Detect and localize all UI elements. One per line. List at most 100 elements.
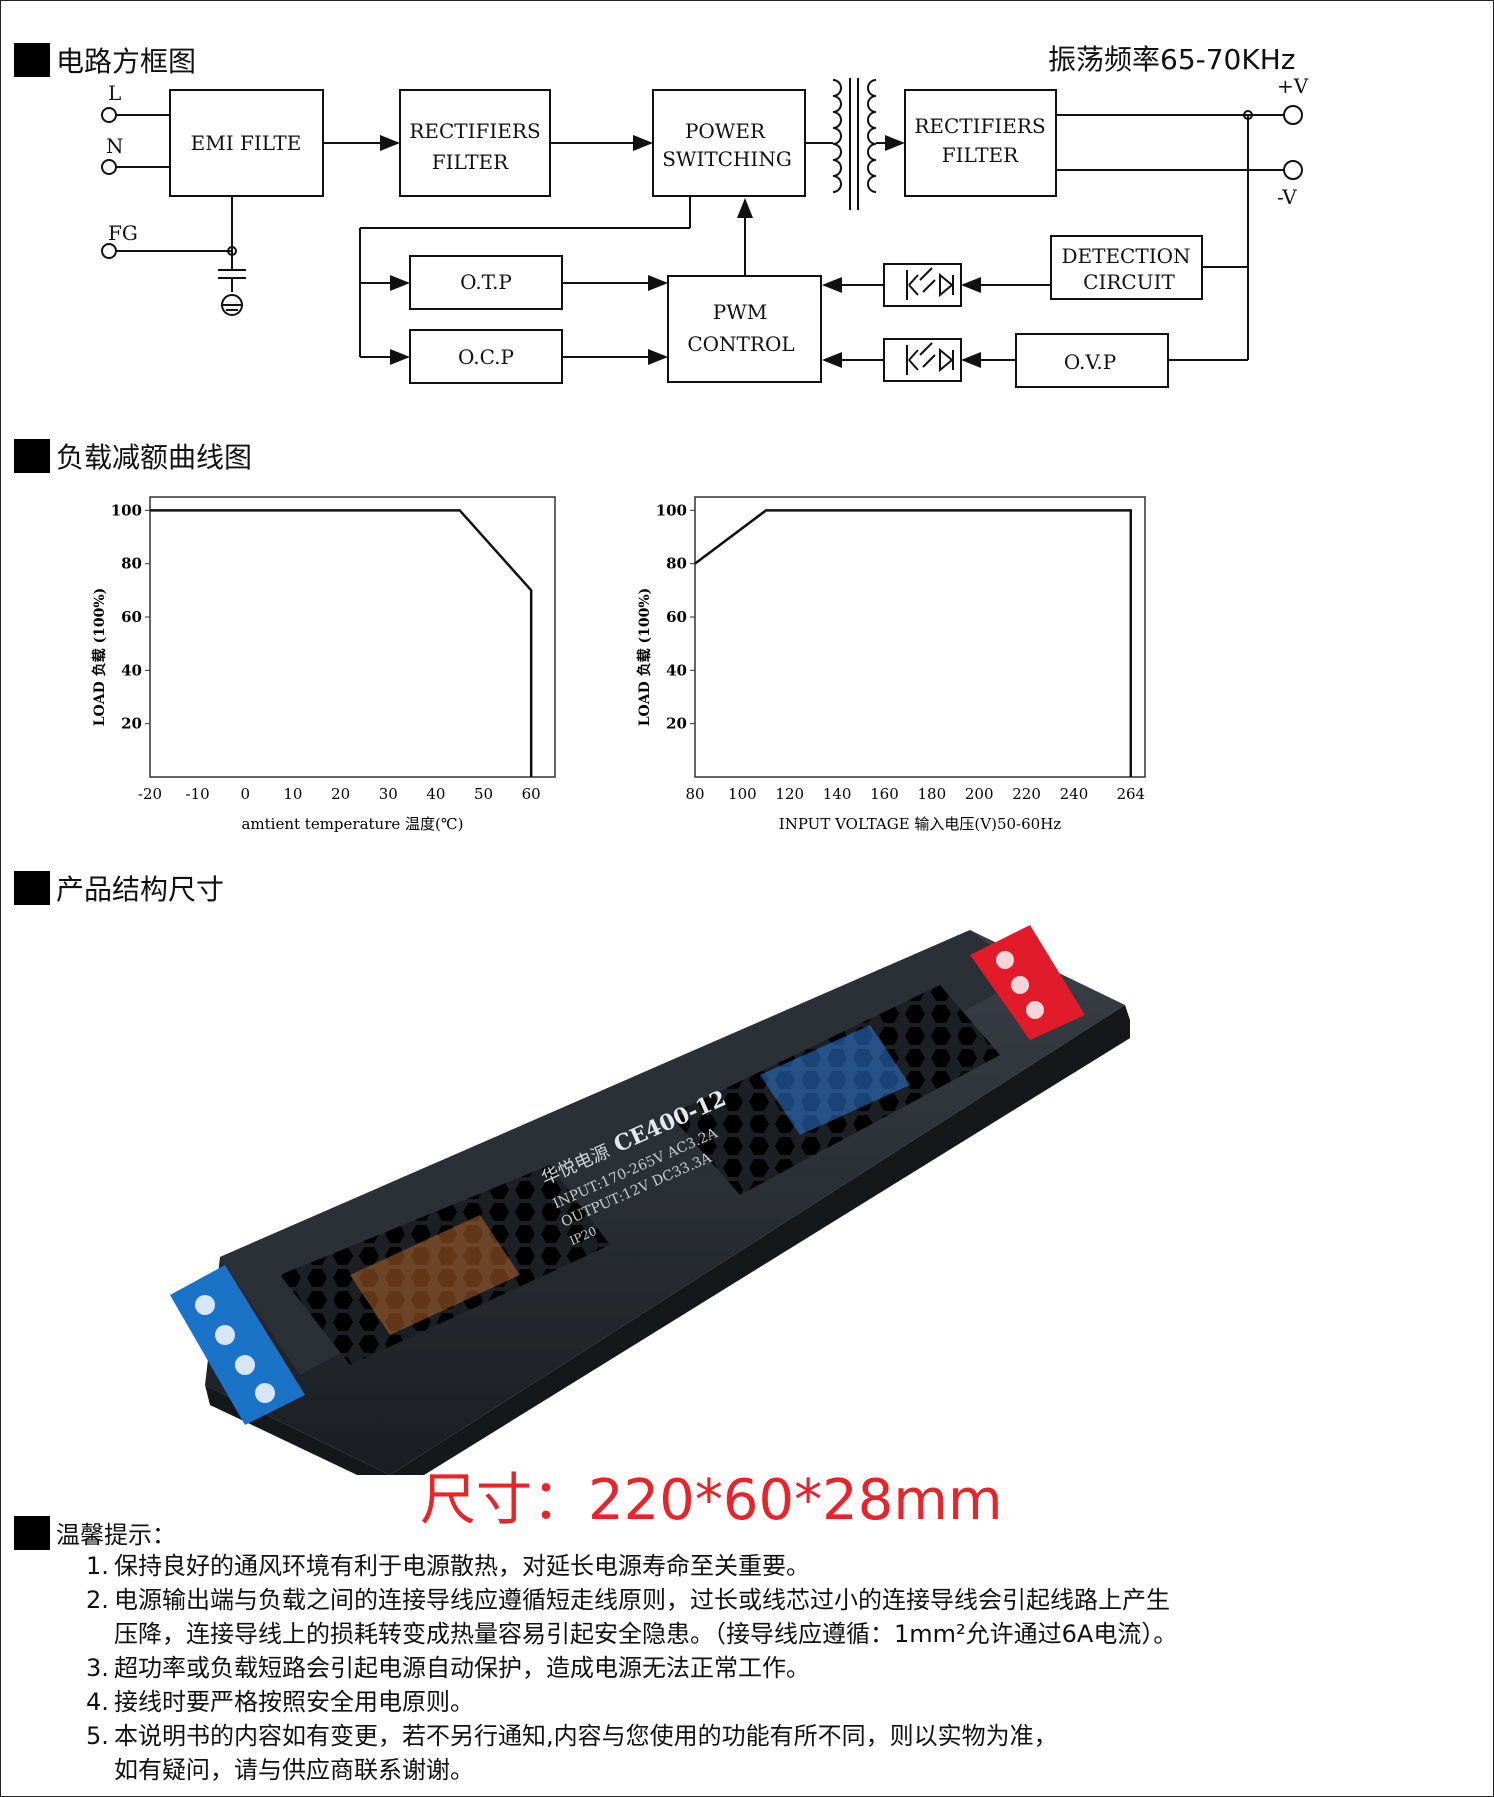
- x-tick-label: 10: [283, 785, 302, 803]
- derating-curve: [694, 509, 1133, 777]
- y-tick-label: 80: [121, 555, 142, 573]
- tip-number: 1.: [86, 1552, 109, 1580]
- y-axis-label: LOAD 负载 (100%): [636, 588, 653, 727]
- rect1-label-2: FILTER: [432, 150, 509, 174]
- tips-list: 1.保持良好的通风环境有利于电源散热，对延长电源寿命至关重要。2.电源输出端与负…: [86, 1549, 1177, 1787]
- pwm-label-1: PWM: [713, 300, 768, 324]
- det-label-1: DETECTION: [1061, 244, 1190, 268]
- x-tick-label: 120: [775, 785, 804, 803]
- psw-label-1: POWER: [685, 119, 766, 143]
- dimensions-label: 尺寸：220*60*28mm: [420, 1468, 1003, 1533]
- tip-number: 5.: [86, 1722, 109, 1750]
- y-tick-label: 80: [666, 555, 687, 573]
- section-title: 负载减额曲线图: [56, 441, 253, 474]
- x-tick-label: 30: [379, 785, 398, 803]
- tip-text: 保持良好的通风环境有利于电源散热，对延长电源寿命至关重要。: [114, 1552, 810, 1580]
- y-tick-label: 60: [666, 608, 687, 626]
- frequency-label: 振荡频率65-70KHz: [1048, 43, 1296, 76]
- y-tick-label: 60: [121, 608, 142, 626]
- tip-text: 超功率或负载短路会引起电源自动保护，造成电源无法正常工作。: [114, 1654, 810, 1682]
- plot-frame: [694, 496, 1146, 778]
- x-tick-label: 50: [474, 785, 493, 803]
- label-n: N: [106, 134, 124, 158]
- y-tick-label: 20: [121, 715, 142, 733]
- power-switching-block: [652, 89, 806, 197]
- rectifiers-filter-block-2: [904, 89, 1057, 197]
- tip-item: 1.保持良好的通风环境有利于电源散热，对延长电源寿命至关重要。: [86, 1549, 1177, 1583]
- transformer-icon: [832, 79, 842, 193]
- tip-text: 接线时要严格按照安全用电原则。: [114, 1688, 474, 1716]
- rectifiers-filter-block-1: [399, 89, 551, 197]
- rect2-label-1: RECTIFIERS: [914, 114, 1045, 138]
- circuit-block-diagram: L N FG EMI FILTE RECTIFIERS FILTER POWER…: [101, 74, 1309, 388]
- x-tick-label: 240: [1060, 785, 1089, 803]
- x-tick-label: -20: [138, 785, 162, 803]
- det-label-2: CIRCUIT: [1083, 270, 1175, 294]
- x-tick-label: 0: [241, 785, 251, 803]
- x-tick-label: 80: [685, 785, 704, 803]
- detection-circuit-block: [1050, 235, 1203, 300]
- terminal-n-icon: [101, 159, 117, 175]
- optocoupler-icon: [883, 263, 962, 307]
- y-tick-label: 100: [111, 501, 142, 519]
- section-tips-heading: 温馨提示：: [14, 1515, 176, 1550]
- x-axis-label: INPUT VOLTAGE 输入电压(V)50-60Hz: [779, 815, 1061, 833]
- tip-number: 3.: [86, 1654, 109, 1682]
- tip-item: 5.本说明书的内容如有变更，若不另行通知,内容与您使用的功能有所不同，则以实物为…: [86, 1719, 1177, 1753]
- tip-number: 4.: [86, 1688, 109, 1716]
- x-tick-label: 100: [728, 785, 757, 803]
- terminal-l-icon: [101, 107, 117, 123]
- x-tick-label: 220: [1012, 785, 1041, 803]
- tip-text-continued: 压降，连接导线上的损耗转变成热量容易引起安全隐患。（接导线应遵循：1mm²允许通…: [114, 1620, 1178, 1648]
- rect1-label-1: RECTIFIERS: [409, 119, 540, 143]
- x-tick-label: 40: [426, 785, 445, 803]
- x-tick-label: 160: [870, 785, 899, 803]
- x-tick-label: 60: [522, 785, 541, 803]
- y-tick-label: 20: [666, 715, 687, 733]
- section-title: 产品结构尺寸: [56, 873, 225, 906]
- y-axis-label: LOAD 负载 (100%): [91, 588, 108, 727]
- pwm-control-block: [667, 275, 822, 383]
- section-derating-heading: 负载减额曲线图: [14, 436, 252, 476]
- tip-item: 4.接线时要严格按照安全用电原则。: [86, 1685, 1177, 1719]
- label-fg: FG: [108, 221, 138, 245]
- heading-square-icon: [14, 439, 50, 473]
- product-photo: 华悦电源 CE400-12 INPUT:170-265V AC3.2A OUTP…: [170, 925, 1130, 1475]
- x-tick-label: 140: [823, 785, 852, 803]
- heading-square-icon: [14, 43, 50, 77]
- psw-label-2: SWITCHING: [662, 147, 792, 171]
- tip-text: 电源输出端与负载之间的连接导线应遵循短走线原则，过长或线芯过小的连接导线会引起线…: [114, 1586, 1170, 1614]
- x-tick-label: 180: [918, 785, 947, 803]
- section-dimensions-heading: 产品结构尺寸: [14, 868, 224, 908]
- tip-text: 本说明书的内容如有变更，若不另行通知,内容与您使用的功能有所不同，则以实物为准，: [114, 1722, 1058, 1750]
- y-tick-label: 100: [656, 501, 687, 519]
- section-block-diagram-heading: 电路方框图: [14, 40, 196, 80]
- label-l: L: [108, 81, 121, 105]
- tip-item: 2.电源输出端与负载之间的连接导线应遵循短走线原则，过长或线芯过小的连接导线会引…: [86, 1583, 1177, 1617]
- x-tick-label: 264: [1116, 785, 1145, 803]
- output-positive-label: +V: [1277, 74, 1309, 98]
- y-tick-label: 40: [666, 661, 687, 679]
- derating-curve: [150, 509, 533, 777]
- output-negative-terminal-icon: [1283, 160, 1303, 180]
- emi-label: EMI FILTE: [191, 131, 302, 155]
- optocoupler-icon: [883, 338, 962, 382]
- tip-text-continued: 如有疑问，请与供应商联系谢谢。: [114, 1756, 474, 1784]
- section-title: 电路方框图: [56, 45, 197, 78]
- ovp-label: O.V.P: [1064, 350, 1116, 374]
- heading-square-icon: [14, 871, 50, 905]
- tip-item: 3.超功率或负载短路会引起电源自动保护，造成电源无法正常工作。: [86, 1651, 1177, 1685]
- x-tick-label: 200: [965, 785, 994, 803]
- terminal-fg-icon: [101, 243, 117, 259]
- x-tick-label: 20: [331, 785, 350, 803]
- plot-frame: [149, 496, 556, 778]
- voltage-derating-chart: 20 40 60 80 100 80 100 120 140 160 180 200 220 240 264…: [636, 496, 1146, 833]
- tip-number: 2.: [86, 1586, 109, 1614]
- rect2-label-2: FILTER: [942, 143, 1019, 167]
- ocp-label: O.C.P: [458, 345, 514, 369]
- x-tick-label: -10: [186, 785, 210, 803]
- otp-label: O.T.P: [460, 270, 512, 294]
- output-positive-terminal-icon: [1283, 105, 1303, 125]
- x-axis-label: amtient temperature 温度(℃): [241, 815, 463, 833]
